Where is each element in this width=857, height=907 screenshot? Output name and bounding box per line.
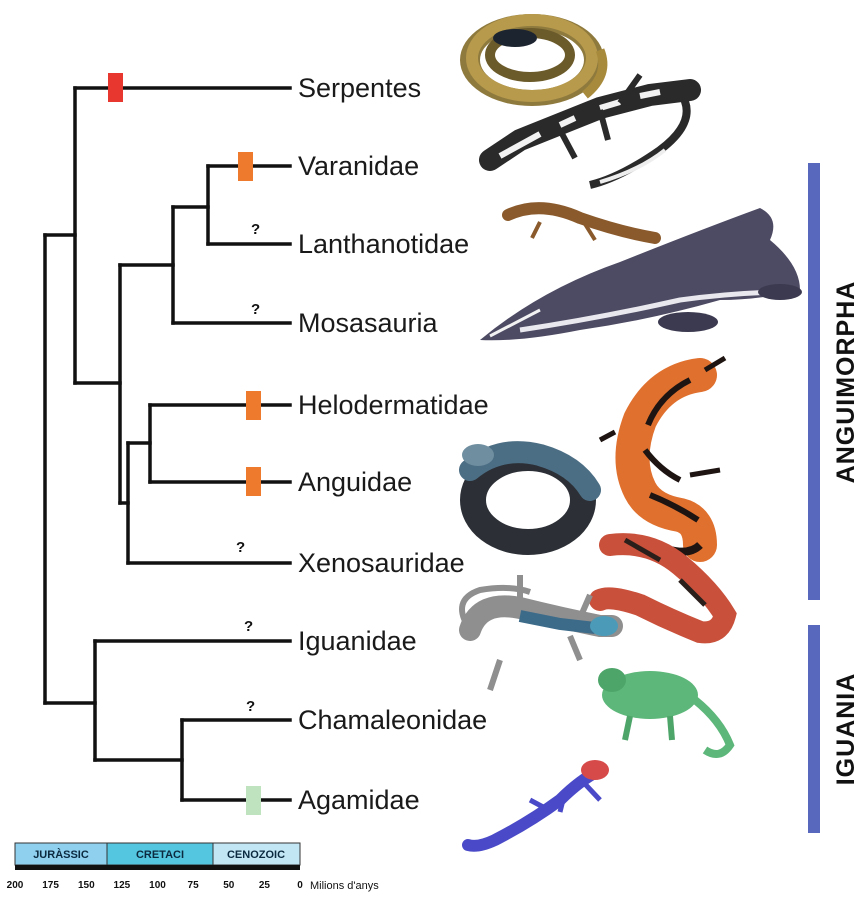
tick-label: 0 [297, 880, 303, 891]
marker-anguidae [246, 467, 261, 496]
question-mosasauria: ? [251, 301, 260, 318]
marker-serpentes [108, 73, 123, 102]
timescale-axis [15, 865, 300, 870]
tick-label: 100 [149, 880, 166, 891]
gila-monster-icon [600, 358, 725, 552]
question-chamaleonidae: ? [246, 698, 255, 715]
question-lanthanotidae: ? [251, 221, 260, 238]
taxon-labels: Serpentes Varanidae Lanthanotidae Mosasa… [298, 73, 489, 815]
label-xenosauridae: Xenosauridae [298, 548, 465, 578]
mosasaur-icon [480, 208, 802, 340]
iguania-bar [808, 625, 820, 833]
tick-label: 25 [259, 880, 271, 891]
chameleon-icon [598, 668, 730, 754]
agama-icon [468, 760, 609, 846]
period-label-cenozoic: CENOZOIC [227, 849, 285, 861]
period-label-cretaceous: CRETACI [136, 849, 184, 861]
label-lanthanotidae: Lanthanotidae [298, 229, 469, 259]
label-serpentes: Serpentes [298, 73, 421, 103]
marker-helodermatidae [246, 391, 261, 420]
anguimorpha-label: ANGUIMORPHA [832, 281, 857, 484]
label-varanidae: Varanidae [298, 151, 419, 181]
question-xenosauridae: ? [236, 539, 245, 556]
period-label-jurassic: JURÀSSIC [33, 848, 89, 861]
animal-illustrations [460, 14, 802, 846]
tick-label: 150 [78, 880, 95, 891]
tick-label: 50 [223, 880, 235, 891]
tick-labels: 200 175 150 125 100 75 50 25 0 [7, 880, 304, 891]
label-agamidae: Agamidae [298, 785, 420, 815]
label-helodermatidae: Helodermatidae [298, 390, 489, 420]
tick-label: 200 [7, 880, 24, 891]
anguimorpha-bar [808, 163, 820, 600]
label-iguanidae: Iguanidae [298, 626, 417, 656]
earless-monitor-icon [508, 208, 655, 240]
tick-label: 75 [188, 880, 200, 891]
marker-agamidae [246, 786, 261, 815]
label-mosasauria: Mosasauria [298, 308, 439, 338]
label-anguidae: Anguidae [298, 467, 412, 497]
clade-brackets: ANGUIMORPHA IGUANIA [808, 163, 857, 833]
tree-branches [45, 88, 290, 800]
tick-label: 125 [114, 880, 131, 891]
timescale: JURÀSSIC CRETACI CENOZOIC 200 175 150 12… [7, 843, 380, 892]
label-chamaleonidae: Chamaleonidae [298, 705, 487, 735]
snake-icon [460, 14, 604, 106]
timescale-unit-label: Milions d'anys [310, 880, 379, 892]
marker-varanidae [238, 152, 253, 181]
iguania-label: IGUANIA [832, 673, 857, 786]
glass-lizard-icon [462, 444, 590, 542]
question-iguanidae: ? [244, 618, 253, 635]
tick-label: 175 [42, 880, 59, 891]
